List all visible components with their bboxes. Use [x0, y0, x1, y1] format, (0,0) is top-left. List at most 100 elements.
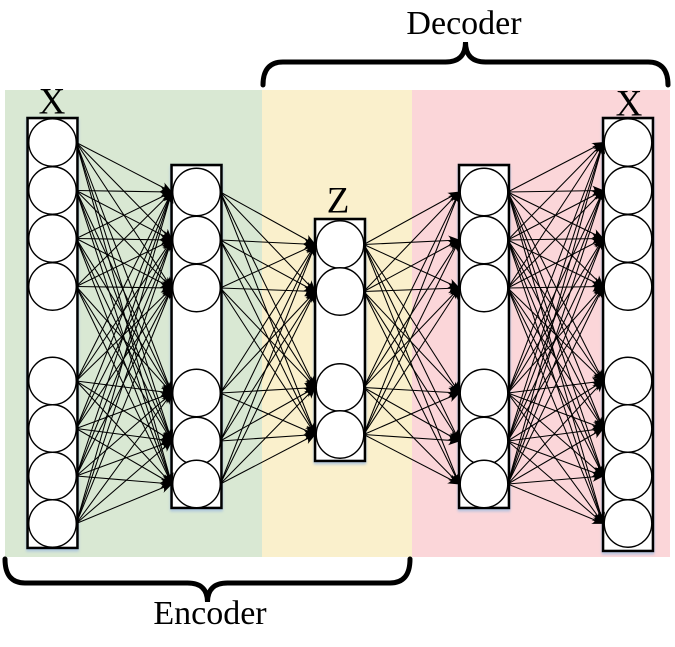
hidden-layer-2-node [459, 215, 509, 265]
connection-line [507, 285, 604, 442]
connection-line [507, 141, 605, 442]
hidden-layer-2-node [459, 167, 509, 217]
connection-line [507, 281, 605, 292]
latent-layer-node [315, 363, 365, 412]
encoder-label: Encoder [153, 595, 267, 632]
connection-line [507, 287, 604, 525]
connection-line [219, 243, 316, 442]
connection-line [75, 190, 173, 394]
connection-line [220, 244, 317, 289]
connection-line [363, 244, 460, 485]
connection-line [507, 424, 605, 442]
connection-line [363, 433, 461, 446]
connection-line [76, 380, 173, 397]
connection-line [219, 243, 316, 394]
output-layer-node [603, 262, 653, 311]
connection-line [363, 191, 460, 292]
decoder-label: Decoder [406, 5, 522, 42]
connection-line [363, 191, 460, 435]
hidden-layer-2-node [459, 263, 509, 313]
connection-line [75, 191, 173, 382]
connection-line [219, 239, 316, 389]
input-layer-node [28, 118, 77, 167]
output-layer-node [603, 214, 653, 263]
connections-hidden-layer-1-to-latent-layer [219, 191, 317, 485]
input-layer-node [28, 166, 77, 215]
connection-line [363, 239, 461, 292]
output-layer-node [603, 118, 653, 167]
connection-line [76, 483, 173, 524]
connection-line [363, 387, 460, 485]
connection-line [75, 238, 173, 394]
hidden-layer-1-node [172, 167, 221, 217]
connection-line [507, 141, 604, 241]
connection-line [507, 287, 604, 477]
connection-line [507, 380, 604, 485]
connection-line [75, 286, 173, 485]
connection-line [75, 191, 173, 429]
connection-line [363, 244, 460, 394]
connection-line [507, 285, 604, 485]
hidden-layer-1-node [172, 368, 221, 418]
connection-line [75, 190, 174, 485]
connection-line [219, 290, 316, 485]
input-layer-node [28, 451, 77, 501]
connection-line [219, 387, 317, 442]
hidden-layer-1 [170, 163, 223, 510]
connection-line [219, 243, 316, 485]
connection-line [507, 287, 604, 430]
connection-line [76, 186, 173, 197]
latent-layer-label: Z [326, 180, 350, 222]
connection-line [507, 237, 604, 485]
latent-layer-node [315, 410, 365, 459]
connection-line [219, 191, 317, 245]
connection-line [363, 287, 460, 435]
connection-line [363, 291, 460, 394]
input-layer-label: X [38, 81, 66, 123]
hidden-layer-2-node [459, 459, 509, 509]
connection-line [507, 287, 604, 382]
connection-line [363, 239, 460, 435]
latent-layer [313, 217, 367, 463]
connection-line [507, 189, 605, 442]
hidden-layer-2-node [459, 368, 509, 418]
input-layer-node [28, 214, 77, 263]
input-layer-node [28, 499, 77, 548]
hidden-layer-2-node [459, 416, 509, 466]
connection-line [507, 141, 605, 394]
connection-line [75, 239, 173, 524]
connection-line [219, 287, 316, 436]
connection-line [507, 471, 605, 485]
connection-line [363, 291, 460, 485]
connection-line [507, 237, 604, 442]
connection-line [507, 189, 604, 289]
hidden-layer-1-node [172, 263, 221, 313]
connection-line [75, 142, 174, 485]
connection-line [507, 380, 605, 442]
connections-hidden-layer-2-to-output-layer [507, 141, 606, 525]
hidden-layer-2 [457, 163, 511, 510]
output-layer-label: X [615, 83, 643, 125]
connection-line [507, 141, 604, 289]
output-layer-node [603, 356, 653, 406]
hidden-layer-1-node [172, 416, 221, 466]
connections-input-layer-to-hidden-layer-1 [75, 142, 174, 524]
connections-latent-layer-to-hidden-layer-2 [363, 191, 461, 485]
connection-line [75, 191, 173, 287]
connection-line [507, 483, 605, 524]
connection-line [507, 238, 605, 289]
connection-line [507, 189, 605, 485]
connection-line [76, 392, 173, 429]
hidden-layer-1-node [172, 215, 221, 265]
input-layer [26, 116, 79, 550]
output-layer-node [603, 499, 653, 548]
connection-line [363, 392, 461, 435]
input-layer-node [28, 356, 77, 406]
connection-line [75, 142, 173, 394]
connection-line [75, 286, 173, 394]
encoder-brace [2, 556, 413, 603]
connection-line [75, 191, 174, 524]
latent-layer-node [315, 267, 365, 316]
